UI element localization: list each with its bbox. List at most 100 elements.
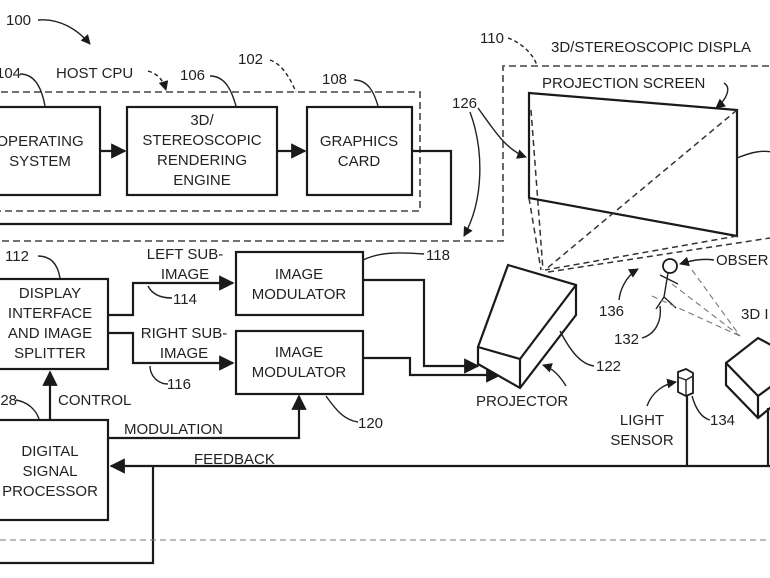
projection-screen-arrow [715,82,729,109]
svg-text:MODULATOR: MODULATOR [252,286,347,303]
feedback-branch-line [0,466,155,565]
left-modulator-output [363,278,480,374]
svg-text:3D/: 3D/ [190,112,214,129]
light-sensor [677,368,694,397]
left-sub-image-line [108,275,235,317]
projection-screen [527,91,739,271]
observer-label: OBSER [716,252,769,269]
image-modulator-right-block: IMAGE MODULATOR [234,329,365,396]
modulation-label: MODULATION [124,421,223,438]
screen-leader [736,150,770,159]
display-system-label: 3D/STEREOSCOPIC DISPLA [551,39,751,56]
ref-128: 128 [0,392,17,409]
right-modulator-output [363,356,502,383]
host-cpu-label: HOST CPU [56,65,133,82]
svg-text:RENDERING: RENDERING [157,152,247,169]
ref-100-arrow [37,19,91,45]
ref-126-arrow-screen [477,107,527,159]
ref-106-leader [209,75,237,107]
modulation-line [108,394,307,440]
svg-text:GRAPHICS: GRAPHICS [320,133,398,150]
svg-text:DIGITAL: DIGITAL [21,443,78,460]
operating-system-block: OPERATING SYSTEM [0,105,102,197]
ref-136-arrow [618,268,639,301]
image-modulator-left-block: IMAGE MODULATOR [234,250,365,317]
ref-112: 112 [5,248,29,265]
ref-116-leader [149,365,169,385]
svg-text:CARD: CARD [338,153,381,170]
ref-106: 106 [180,67,205,84]
projector-label: PROJECTOR [476,393,568,410]
display-system-container [0,65,770,242]
svg-text:ENGINE: ENGINE [173,172,231,189]
graphics-output-line [0,149,453,226]
ref-116: 116 [167,376,191,393]
ref-114-leader [147,285,173,299]
ref-108-leader [353,79,379,107]
svg-text:IMAGE: IMAGE [275,344,323,361]
ref-122-leader [559,330,595,367]
ref-118: 118 [426,247,450,264]
svg-text:SPLITTER: SPLITTER [14,345,86,362]
ref-102-leader [269,59,297,93]
glasses-dashline-3 [691,269,741,337]
svg-text:SIGNAL: SIGNAL [22,463,77,480]
svg-text:MODULATOR: MODULATOR [252,364,347,381]
ref-104: 104 [0,65,21,82]
dsp-block: DIGITAL SIGNAL PROCESSOR [0,418,110,522]
ref-134: 134 [710,412,735,429]
ref-100: 100 [6,12,31,29]
projection-screen-label: PROJECTION SCREEN [542,75,705,92]
ref-104-leader [19,73,46,107]
right-sub-image-label-1: RIGHT SUB- [141,325,227,342]
glasses-dashline-1 [651,295,741,337]
ref-110: 110 [480,30,504,47]
ref-110-leader [507,37,538,67]
svg-text:DISPLAY: DISPLAY [19,285,81,302]
ref-136: 136 [599,303,624,320]
ref-114: 114 [173,291,197,308]
projector-label-arrow [542,363,567,387]
display-interface-block: DISPLAY INTERFACE AND IMAGE SPLITTER [0,277,110,371]
light-sensor-label-1: LIGHT [620,412,664,429]
svg-text:SYSTEM: SYSTEM [9,153,71,170]
svg-text:OPERATING: OPERATING [0,133,84,150]
ref-128-leader [15,399,40,420]
feedback-label: FEEDBACK [194,451,275,468]
ref-122: 122 [596,358,621,375]
observer-sightline [547,237,770,273]
graphics-card-block: GRAPHICS CARD [305,105,414,197]
glasses-label: 3D I [741,306,769,323]
ref-102: 102 [238,51,263,68]
right-sub-image-label-2: IMAGE [160,345,208,362]
svg-text:STEREOSCOPIC: STEREOSCOPIC [142,132,261,149]
ref-112-leader [37,255,61,279]
glasses-dashline-2 [671,283,741,337]
ref-134-leader [691,395,711,421]
ref-120-leader [325,395,359,423]
svg-text:IMAGE: IMAGE [275,266,323,283]
host-cpu-arrow [147,70,169,91]
light-sensor-label-2: SENSOR [610,432,674,449]
ref-126-arrow-container [463,111,481,237]
svg-text:PROCESSOR: PROCESSOR [2,483,98,500]
3d-glasses-device [724,336,770,420]
left-sub-image-label-1: LEFT SUB- [147,246,223,263]
rendering-engine-block: 3D/ STEREOSCOPIC RENDERING ENGINE [125,105,279,197]
ref-132-leader [641,305,662,339]
ref-120: 120 [358,415,383,432]
ref-118-leader [362,252,425,261]
svg-text:AND IMAGE: AND IMAGE [8,325,92,342]
ref-132: 132 [614,331,639,348]
observer-figure [655,258,679,310]
ref-126: 126 [452,95,477,112]
observer-label-arrow [679,256,715,267]
left-sub-image-label-2: IMAGE [161,266,209,283]
ref-108: 108 [322,71,347,88]
control-label: CONTROL [58,392,131,409]
projector [476,263,578,390]
light-sensor-label-arrow [646,378,677,407]
svg-text:INTERFACE: INTERFACE [8,305,92,322]
right-sub-image-line [108,331,235,371]
